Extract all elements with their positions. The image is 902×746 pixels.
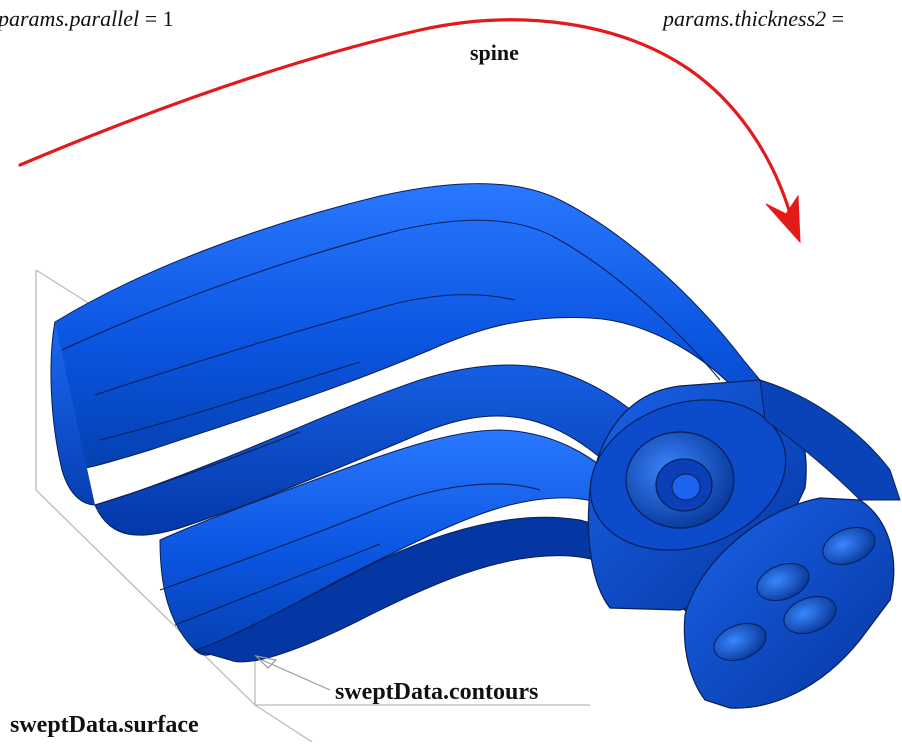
upper-lobe	[50, 321, 691, 536]
contours-pointer	[254, 655, 590, 706]
pointer-arrow-icon	[254, 655, 278, 669]
parallel-param-value: = 1	[144, 6, 174, 31]
spine-label: spine	[470, 40, 519, 65]
spine-arrowhead-icon	[765, 194, 801, 244]
parallel-label: params.parallel = 1	[0, 8, 174, 30]
surface-label: sweptData.surface	[10, 712, 199, 738]
contours-label: sweptData.contours	[335, 679, 539, 705]
spine-curve	[18, 18, 801, 244]
end-cap	[587, 379, 901, 709]
thickness-param-name: params.thickness2	[663, 6, 827, 31]
parallel-param-name: params.parallel	[0, 6, 140, 31]
thickness-param-value: =	[831, 6, 845, 31]
thickness-label: params.thickness2 =	[663, 8, 844, 30]
swept-solid	[50, 183, 761, 663]
